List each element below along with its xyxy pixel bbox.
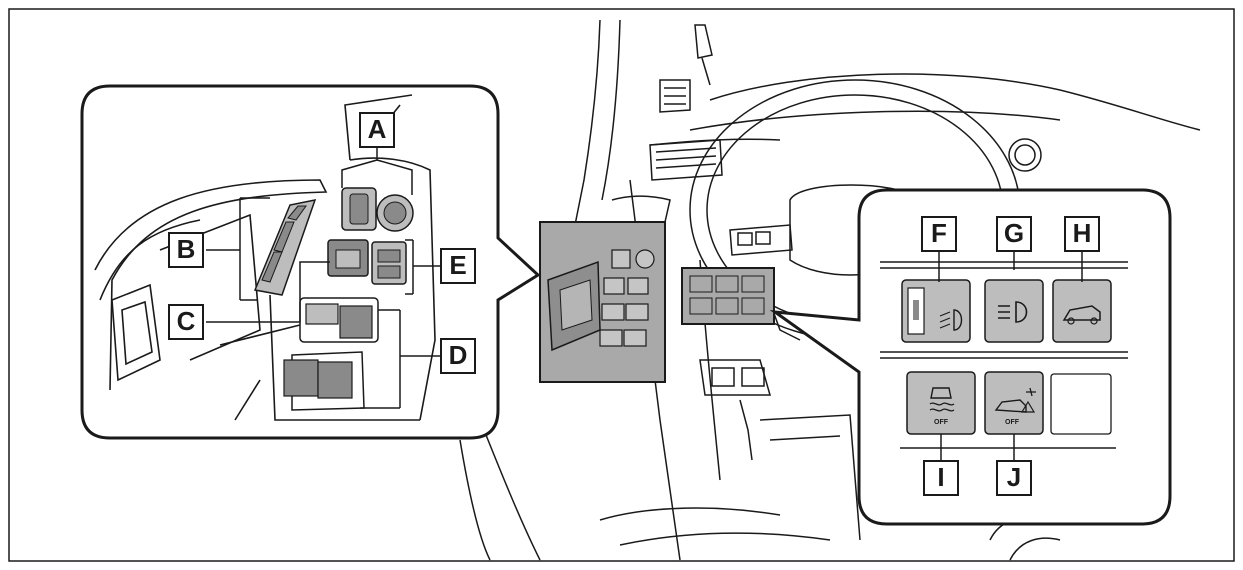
left-leader-lines <box>206 143 440 409</box>
right-panel-rails <box>880 261 1128 449</box>
callout-j: J <box>996 460 1032 496</box>
headlight-leveling-button <box>901 279 971 343</box>
window-lock-switch-strip <box>253 199 317 296</box>
parking-off-text: OFF <box>1005 419 1020 426</box>
power-window-switches <box>283 297 379 411</box>
callout-f: F <box>921 216 957 252</box>
door-switch-panel-highlight <box>539 195 671 383</box>
callout-h: H <box>1064 216 1100 252</box>
fog-light-button <box>984 279 1044 343</box>
figure-frame <box>8 8 1235 562</box>
callout-g: G <box>996 216 1032 252</box>
callout-c: C <box>168 304 204 340</box>
blank-switch-slot <box>1050 373 1112 435</box>
callout-b: B <box>168 232 204 268</box>
callout-a: A <box>359 112 395 148</box>
dash-switch-panel-highlight <box>681 267 775 325</box>
mirror-switches <box>341 187 414 232</box>
right-zoom-panel <box>769 188 1172 526</box>
power-back-door-button <box>1052 279 1112 343</box>
left-zoom-door-illustration <box>94 94 436 421</box>
callout-d: D <box>440 338 476 374</box>
vsc-off-button: OFF <box>906 371 976 435</box>
callout-e: E <box>440 248 476 284</box>
parking-support-off-button: OFF <box>984 371 1044 435</box>
right-leader-lines <box>938 252 1083 460</box>
vsc-off-text: OFF <box>934 419 949 426</box>
small-switch-pair <box>327 239 407 285</box>
callout-i: I <box>923 460 959 496</box>
